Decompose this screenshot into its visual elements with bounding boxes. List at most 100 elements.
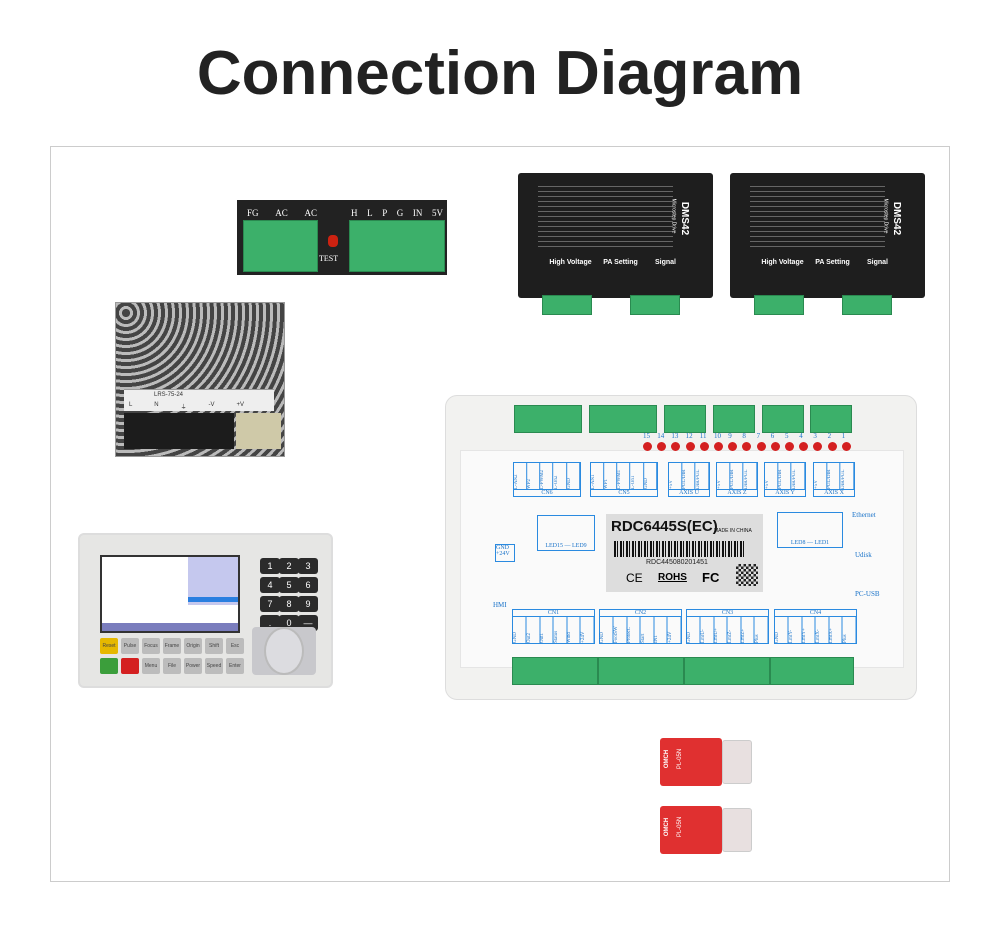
test-label: TEST [319,254,339,263]
function-key[interactable]: Reset [100,638,118,654]
top-connector [664,405,706,433]
status-led [799,442,809,451]
group-name: CN3 [687,610,768,617]
hmi-screen [100,555,240,633]
function-key[interactable]: Pulse [121,638,139,654]
driver-section-label: PA Setting [603,259,638,266]
led-number: 8 [742,432,746,440]
status-led [657,442,667,451]
keypad-key[interactable]: 5 [279,577,299,593]
spec-table [750,185,885,247]
function-key[interactable]: Focus [142,638,160,654]
function-key[interactable]: Power [184,658,202,674]
led-number: 2 [827,432,832,440]
status-led [841,442,851,451]
driver-section-label: PA Setting [815,259,850,266]
led-number: 15 [643,432,650,440]
status-led [785,442,794,451]
group-name: AXIS Z [717,489,757,496]
terminal-label: FG [247,208,259,218]
direction-pad[interactable] [252,627,316,675]
diagram-frame [50,146,950,882]
group-name: AXIS X [814,489,854,496]
function-key[interactable]: Menu [142,658,160,674]
model-number: RDC6445S(EC) [611,518,718,535]
function-key[interactable]: Enter [226,658,244,674]
top-connector [810,405,852,433]
keypad-key[interactable]: 1 [260,558,280,574]
start-pause-key[interactable] [100,658,118,674]
terminal-label: P [382,208,388,218]
bottom-connector [512,657,598,685]
led-number: 3 [813,432,817,440]
keypad-key[interactable]: 3 [298,558,318,574]
terminal-label: 5V [431,208,443,218]
led-number: 13 [671,432,679,440]
function-key[interactable]: Origin [184,638,202,654]
sensor-housing [722,808,752,852]
keypad-key[interactable]: 9 [298,596,318,612]
function-key[interactable]: Esc [226,638,244,654]
port-label: Ethernet [852,511,876,519]
led-number: 12 [685,432,693,440]
led-number: 7 [756,432,761,440]
status-led [643,442,652,451]
status-led [671,442,681,451]
power-pin-label: +24V [496,551,510,557]
group-name: CN6 [514,489,580,496]
status-led [699,442,709,451]
stop-key[interactable] [121,658,139,674]
qr-code [736,564,758,586]
terminal-label: L [129,402,133,408]
ce-mark: CE [626,571,643,585]
terminal-label: N [154,402,159,408]
keypad-key[interactable]: 8 [279,596,299,612]
signal-terminal [630,295,680,315]
group-name: CN1 [513,610,594,617]
status-led [728,442,738,451]
status-led [685,442,695,451]
function-key[interactable]: Frame [163,638,181,654]
controller-board: RDC6445S(EC) MADE IN CHINA RDC4450802014… [445,395,917,700]
test-button[interactable] [328,235,338,247]
status-led [756,442,766,451]
driver-section-label: Signal [654,259,676,266]
status-led [742,442,752,451]
keypad-key[interactable]: 6 [298,577,318,593]
page-title: Connection Diagram [196,39,804,108]
bottom-connector [684,657,770,685]
driver-section-label: High Voltage [761,259,804,266]
status-led [813,442,823,451]
power-input-labels: GND+24V [495,544,515,562]
status-led [827,442,837,451]
led-number: 11 [699,432,707,440]
keypad-key[interactable]: 7 [260,596,280,612]
port-label: PC-USB [855,590,880,598]
top-connector [713,405,755,433]
function-key[interactable]: File [163,658,181,674]
keypad-key[interactable]: 2 [279,558,299,574]
signal-terminal [842,295,892,315]
bottom-connector [770,657,854,685]
terminal-label: ⏚ [180,405,187,411]
led-number: 6 [770,432,775,440]
power-pin-label: GND [496,545,509,551]
function-key[interactable]: Shift [205,638,223,654]
keypad-key[interactable]: 4 [260,577,280,593]
function-key[interactable]: Speed [205,658,223,674]
group-name: CN4 [775,610,856,617]
led-number: 4 [799,432,803,440]
status-led [770,442,780,451]
